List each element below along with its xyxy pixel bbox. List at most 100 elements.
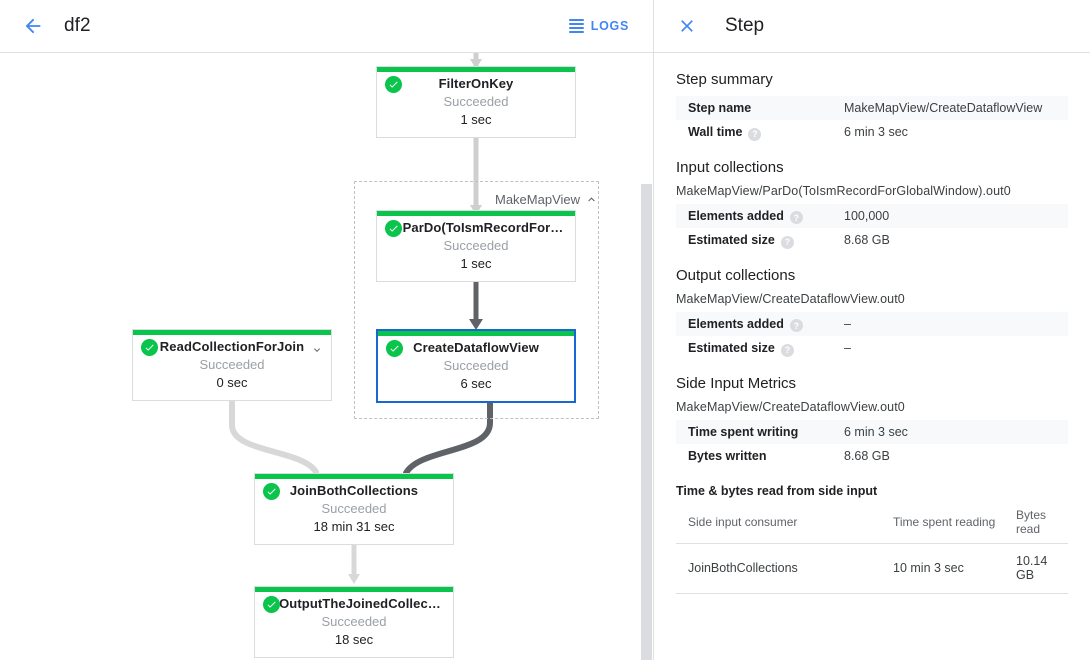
back-button[interactable] bbox=[16, 9, 50, 43]
row-value: 8.68 GB bbox=[844, 233, 890, 248]
check-circle-icon bbox=[385, 76, 402, 93]
table-row: Elements added? 100,000 bbox=[676, 203, 1068, 229]
graph-node-pardo-toismrecord[interactable]: ParDo(ToIsmRecordFor… Succeeded 1 sec bbox=[376, 210, 576, 282]
scrollbar-thumb[interactable] bbox=[641, 184, 652, 660]
graph-node-output-the-joined-collection[interactable]: OutputTheJoinedCollec… Succeeded 18 sec bbox=[254, 586, 454, 658]
node-title: OutputTheJoinedCollec… bbox=[279, 596, 441, 611]
graph-node-filter-on-key[interactable]: FilterOnKey Succeeded 1 sec bbox=[376, 66, 576, 138]
row-value: 6 min 3 sec bbox=[844, 424, 908, 439]
node-status: Succeeded bbox=[321, 614, 387, 629]
column-header-bytes-read[interactable]: Bytes read bbox=[1004, 501, 1068, 544]
column-header-time-spent-reading[interactable]: Time spent reading bbox=[881, 501, 1004, 544]
logs-button-label: LOGS bbox=[590, 19, 629, 33]
row-key-label: Elements added bbox=[688, 208, 784, 223]
node-status: Succeeded bbox=[443, 94, 509, 109]
panel-title: Step bbox=[725, 15, 765, 36]
node-status: Succeeded bbox=[199, 357, 265, 372]
close-icon[interactable] bbox=[676, 15, 698, 37]
node-title: ReadCollectionForJoin bbox=[159, 339, 305, 354]
composite-label-text: MakeMapView bbox=[495, 192, 581, 207]
side-input-path: MakeMapView/CreateDataflowView.out0 bbox=[676, 399, 905, 414]
row-key: Estimated size? bbox=[676, 336, 844, 361]
logs-lines-icon bbox=[568, 19, 584, 33]
node-title: FilterOnKey bbox=[438, 76, 514, 91]
page-title: df2 bbox=[64, 15, 91, 36]
logs-button[interactable]: LOGS bbox=[561, 13, 637, 39]
row-key-label: Time spent writing bbox=[688, 424, 799, 439]
graph-node-read-collection-for-join[interactable]: ReadCollectionForJoin Succeeded 0 sec bbox=[132, 329, 332, 401]
node-status: Succeeded bbox=[443, 238, 509, 253]
graph-canvas[interactable]: MakeMapView FilterOnKey Succeeded 1 sec bbox=[0, 53, 653, 660]
node-duration: 1 sec bbox=[460, 256, 492, 271]
node-body: JoinBothCollections Succeeded 18 min 31 … bbox=[255, 474, 453, 544]
chevron-down-icon[interactable] bbox=[311, 343, 323, 355]
table-row: Estimated size? – bbox=[676, 336, 1068, 361]
node-status-bar bbox=[255, 587, 453, 592]
row-value: 8.68 GB bbox=[844, 448, 890, 463]
check-circle-icon bbox=[386, 340, 403, 357]
step-details-panel: Step Step summary Step name MakeMapView/… bbox=[653, 0, 1090, 660]
side-input-read-table: Side input consumer Time spent reading B… bbox=[676, 501, 1068, 594]
node-status-bar bbox=[377, 67, 575, 72]
row-key: Elements added? bbox=[676, 204, 844, 229]
composite-transform-makemapview[interactable] bbox=[354, 181, 599, 419]
node-status-bar bbox=[255, 474, 453, 479]
panel-header: Step bbox=[654, 0, 1090, 53]
graph-node-join-both-collections[interactable]: JoinBothCollections Succeeded 18 min 31 … bbox=[254, 473, 454, 545]
row-key: Time spent writing bbox=[676, 420, 844, 444]
help-icon[interactable]: ? bbox=[780, 235, 794, 249]
input-collections-table: Elements added? 100,000 Estimated size? … bbox=[676, 203, 1068, 253]
node-status-bar bbox=[377, 211, 575, 216]
table-row: Estimated size? 8.68 GB bbox=[676, 228, 1068, 253]
table-row: Elements added? – bbox=[676, 311, 1068, 337]
composite-label-makemapview[interactable]: MakeMapView bbox=[495, 192, 598, 207]
table-row: Wall time? 6 min 3 sec bbox=[676, 120, 1068, 145]
table-row: Bytes written 8.68 GB bbox=[676, 444, 1068, 468]
node-duration: 18 min 31 sec bbox=[313, 519, 395, 534]
node-body: CreateDataflowView Succeeded 6 sec bbox=[378, 331, 574, 401]
row-key: Bytes written bbox=[676, 444, 844, 468]
panel-body: Step summary Step name MakeMapView/Creat… bbox=[654, 53, 1090, 660]
input-collection-path: MakeMapView/ParDo(ToIsmRecordForGlobalWi… bbox=[676, 183, 1011, 198]
graph-node-create-dataflow-view[interactable]: CreateDataflowView Succeeded 6 sec bbox=[376, 329, 576, 403]
graph-vertical-scrollbar[interactable] bbox=[639, 53, 653, 660]
row-key: Elements added? bbox=[676, 312, 844, 337]
chevron-up-icon[interactable] bbox=[585, 193, 598, 206]
node-status-bar bbox=[378, 331, 574, 336]
row-value: 6 min 3 sec bbox=[844, 125, 908, 140]
arrow-left-icon bbox=[25, 18, 41, 34]
row-value: – bbox=[844, 316, 851, 331]
node-duration: 6 sec bbox=[460, 376, 492, 391]
node-title: ParDo(ToIsmRecordFor… bbox=[402, 220, 564, 235]
help-icon[interactable]: ? bbox=[780, 343, 794, 357]
side-input-read-title: Time & bytes read from side input bbox=[676, 483, 878, 498]
node-body: OutputTheJoinedCollec… Succeeded 18 sec bbox=[255, 587, 453, 657]
node-body: ReadCollectionForJoin Succeeded 0 sec bbox=[133, 330, 331, 400]
column-header-side-input-consumer[interactable]: Side input consumer bbox=[676, 501, 881, 544]
node-body: FilterOnKey Succeeded 1 sec bbox=[377, 67, 575, 137]
output-collections-table: Elements added? – Estimated size? – bbox=[676, 311, 1068, 361]
check-circle-icon bbox=[385, 220, 402, 237]
graph-edges bbox=[225, 53, 497, 584]
node-status: Succeeded bbox=[443, 358, 509, 373]
node-duration: 0 sec bbox=[216, 375, 248, 390]
output-collection-path: MakeMapView/CreateDataflowView.out0 bbox=[676, 291, 905, 306]
help-icon[interactable]: ? bbox=[789, 211, 803, 224]
node-status-bar bbox=[133, 330, 331, 335]
row-key-label: Bytes written bbox=[688, 448, 767, 463]
table-row: Time spent writing 6 min 3 sec bbox=[676, 419, 1068, 444]
node-body: ParDo(ToIsmRecordFor… Succeeded 1 sec bbox=[377, 211, 575, 281]
table-body: JoinBothCollections 10 min 3 sec 10.14 G… bbox=[676, 543, 1068, 594]
table-header-row: Side input consumer Time spent reading B… bbox=[676, 501, 1068, 544]
row-key-label: Elements added bbox=[688, 316, 784, 331]
section-heading-side-input-metrics: Side Input Metrics bbox=[676, 374, 797, 392]
help-icon[interactable]: ? bbox=[789, 319, 803, 332]
check-circle-icon bbox=[263, 596, 280, 613]
row-key: Wall time? bbox=[676, 120, 844, 145]
node-status: Succeeded bbox=[321, 501, 387, 516]
row-value: – bbox=[844, 341, 851, 356]
check-circle-icon bbox=[141, 339, 158, 356]
help-icon[interactable]: ? bbox=[748, 127, 762, 141]
row-value: MakeMapView/CreateDataflowView bbox=[844, 101, 1043, 115]
